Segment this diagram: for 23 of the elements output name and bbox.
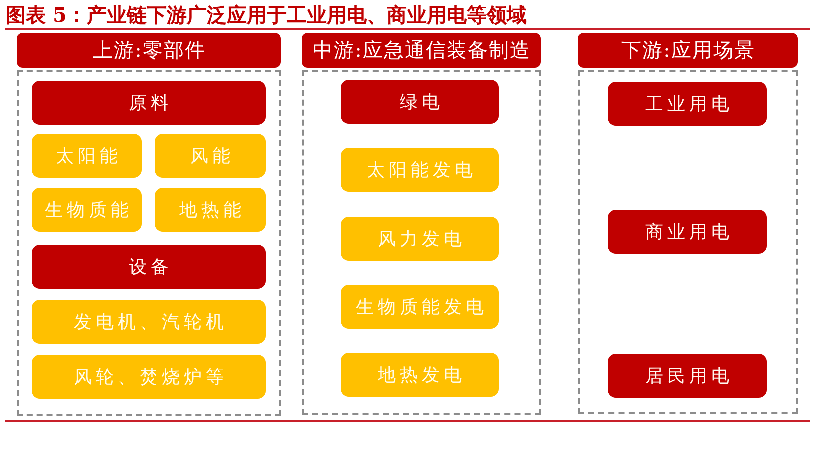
dashed-panel bbox=[302, 70, 541, 415]
item-box: 地热发电 bbox=[341, 353, 499, 397]
item-box: 太阳能 bbox=[32, 134, 142, 178]
header-banner: 上游:零部件 bbox=[17, 33, 281, 68]
item-box: 生物质能发电 bbox=[341, 285, 499, 329]
category-box: 绿电 bbox=[341, 80, 499, 124]
header-banner: 下游:应用场景 bbox=[578, 33, 798, 68]
dashed-panel bbox=[17, 70, 281, 416]
item-box: 风轮、焚烧炉等 bbox=[32, 355, 266, 399]
category-box: 工业用电 bbox=[608, 82, 767, 126]
item-box: 发电机、汽轮机 bbox=[32, 300, 266, 344]
category-box: 商业用电 bbox=[608, 210, 767, 254]
item-box: 风能 bbox=[155, 134, 266, 178]
category-box: 居民用电 bbox=[608, 354, 767, 398]
title: 图表 5：产业链下游广泛应用于工业用电、商业用电等领域 bbox=[6, 4, 527, 27]
header-banner: 中游:应急通信装备制造 bbox=[302, 33, 541, 68]
item-box: 风力发电 bbox=[341, 217, 499, 261]
category-box: 原料 bbox=[32, 81, 266, 125]
category-box: 设备 bbox=[32, 245, 266, 289]
item-box: 太阳能发电 bbox=[341, 148, 499, 192]
item-box: 地热能 bbox=[155, 188, 266, 232]
item-box: 生物质能 bbox=[32, 188, 142, 232]
dashed-panel bbox=[578, 70, 798, 414]
